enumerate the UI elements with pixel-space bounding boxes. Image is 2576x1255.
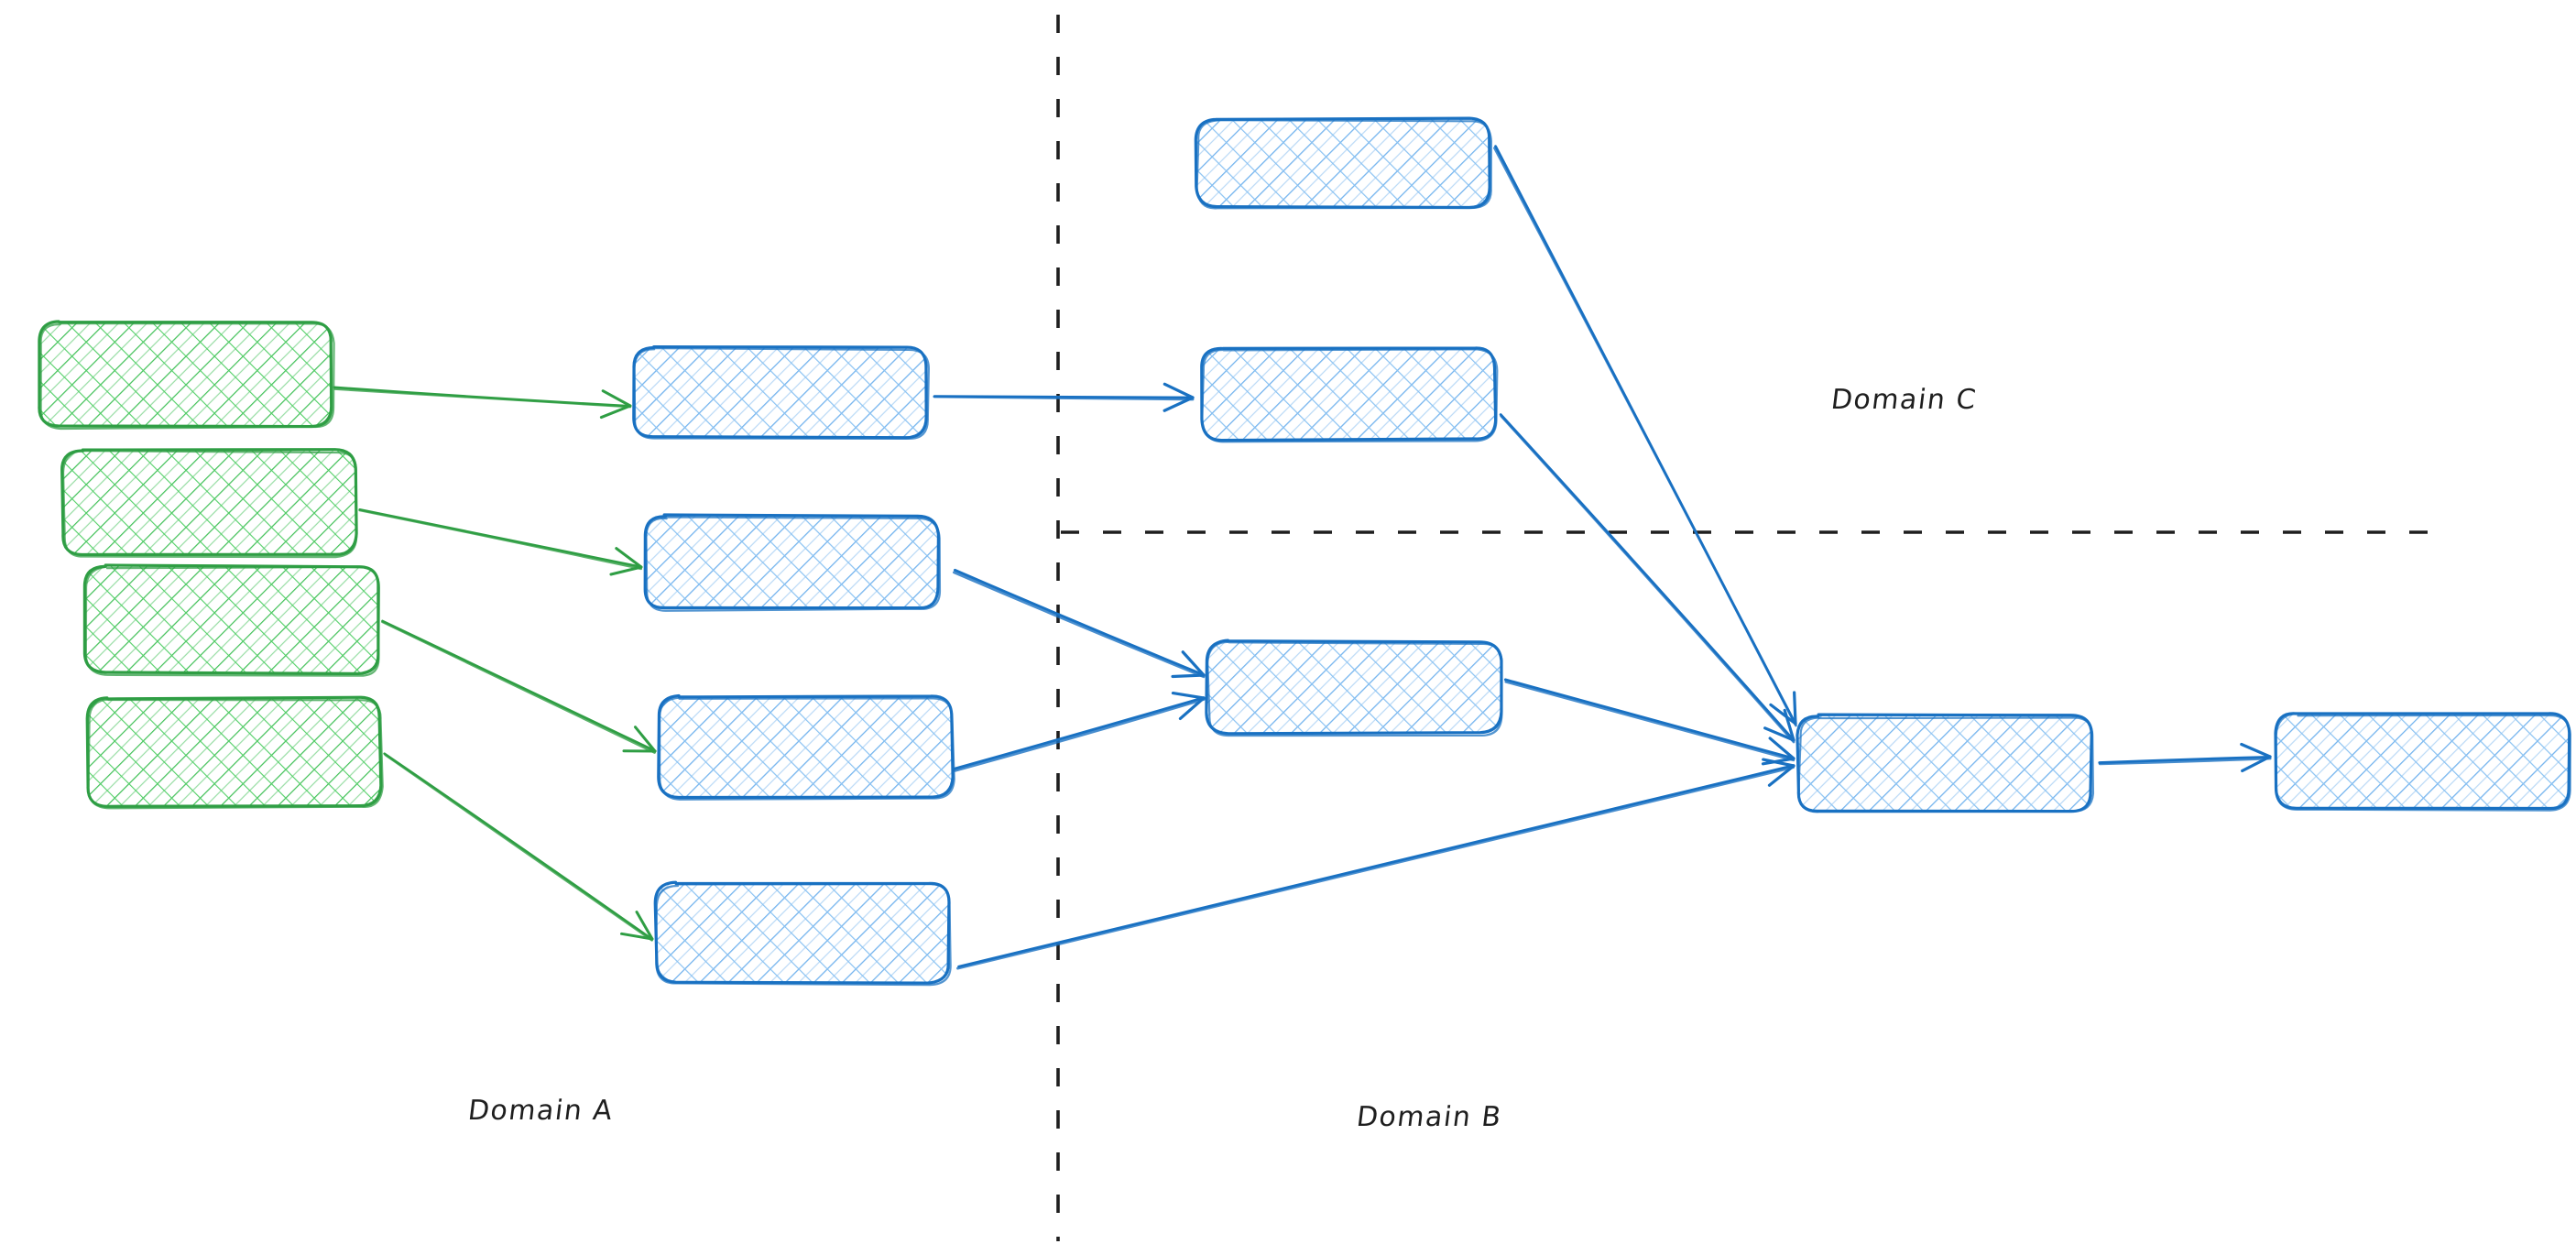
node-box[interactable] — [643, 513, 942, 612]
domain-label-a: Domain A — [465, 1095, 616, 1127]
node-box[interactable] — [1200, 346, 1499, 443]
node-box[interactable] — [82, 563, 380, 677]
domain-label-b: Domain B — [1354, 1101, 1504, 1133]
edge-arrow — [2098, 742, 2272, 773]
node-group — [38, 116, 2571, 987]
node-box[interactable] — [38, 320, 335, 431]
domain-label-c: Domain C — [1828, 384, 1980, 416]
edge-arrow — [956, 758, 1796, 970]
node-box[interactable] — [2274, 712, 2571, 812]
edge-arrow — [952, 568, 1206, 679]
edge-arrow — [383, 752, 654, 942]
node-box[interactable] — [85, 695, 384, 810]
node-box[interactable] — [653, 880, 952, 987]
edge-arrow — [1503, 678, 1796, 766]
node-box[interactable] — [657, 693, 955, 801]
node-box[interactable] — [1194, 116, 1492, 210]
node-box[interactable] — [1205, 638, 1503, 737]
node-box[interactable] — [632, 345, 930, 441]
edge-group — [333, 145, 2272, 970]
edge-arrow — [381, 619, 657, 754]
edge-arrow — [1493, 145, 1797, 727]
node-box[interactable] — [60, 448, 358, 559]
edge-arrow — [952, 691, 1206, 772]
edge-arrow — [358, 507, 643, 576]
edge-arrow — [333, 386, 632, 420]
divider-group — [1056, 15, 2448, 1241]
edge-arrow — [933, 382, 1195, 412]
node-box[interactable] — [1796, 713, 2095, 813]
edge-arrow — [1499, 413, 1796, 744]
